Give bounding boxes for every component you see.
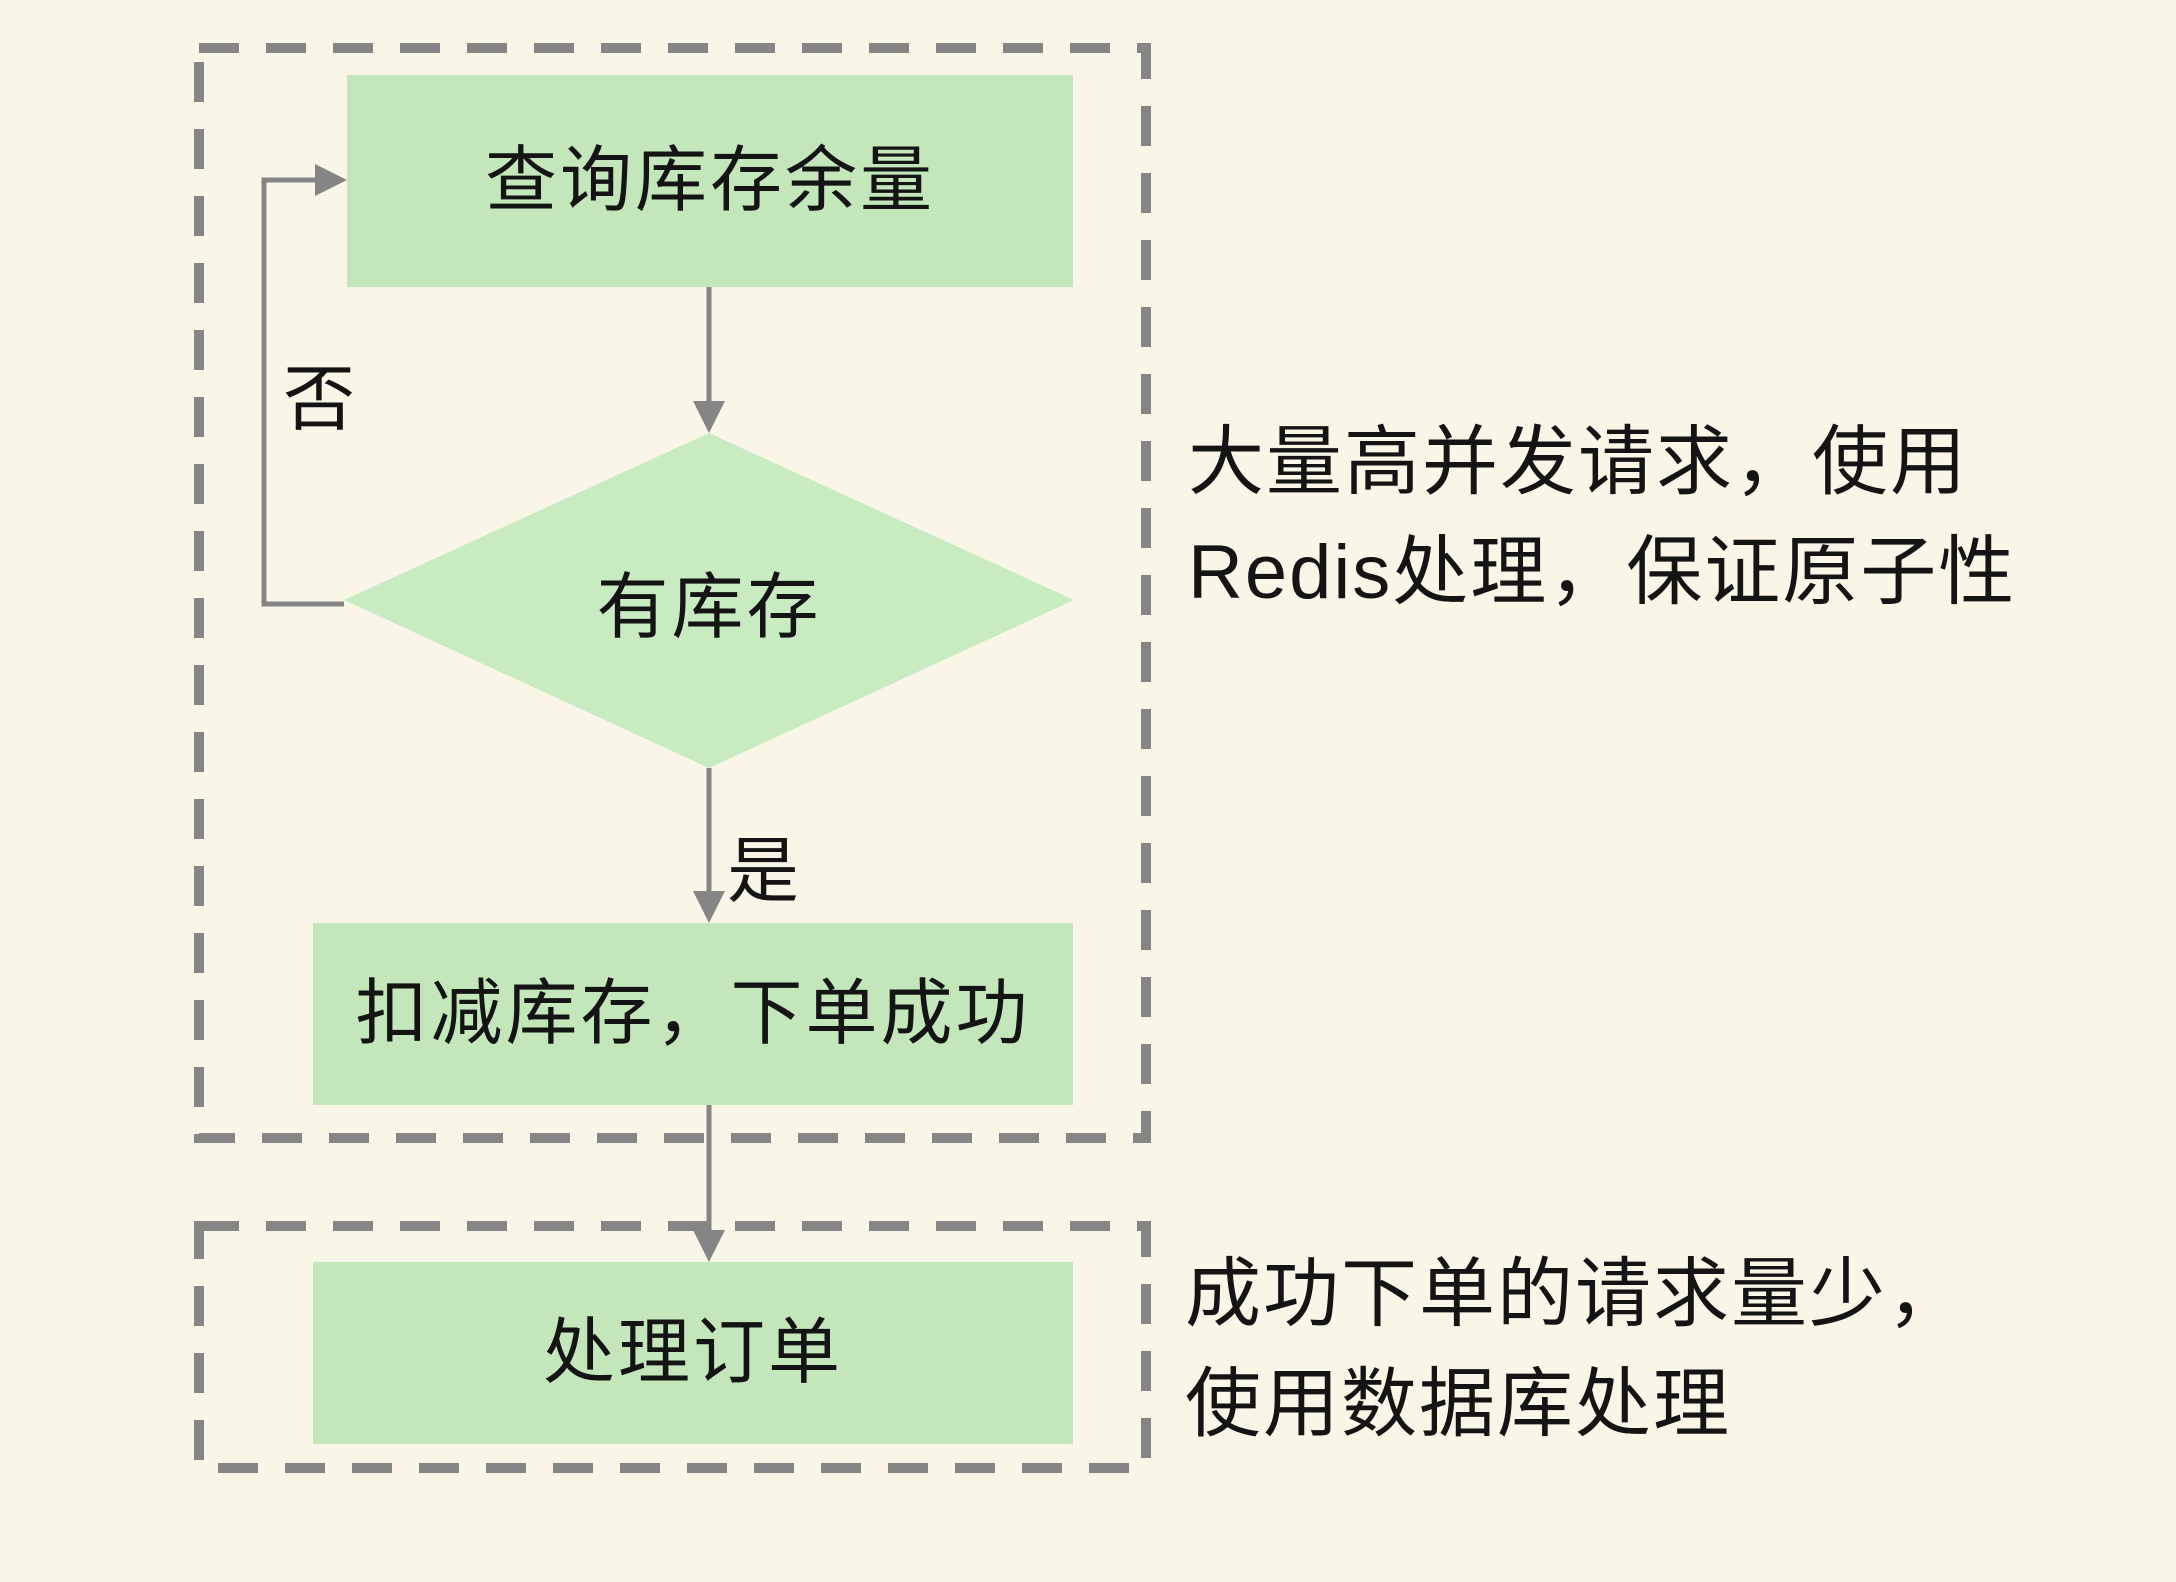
annotation-database-line2: 使用数据库处理 xyxy=(1185,1362,1731,1447)
edge-decision-to-query-loop xyxy=(261,164,347,607)
edge-query-to-decision xyxy=(693,287,725,433)
arrow-down-icon xyxy=(693,1230,725,1262)
edge-label-no: 否 xyxy=(283,360,356,440)
arrow-down-icon xyxy=(693,891,725,923)
annotation-redis-line2: Redis处理，保证原子性 xyxy=(1188,530,2017,615)
database-phase-boundary xyxy=(194,1221,1151,1473)
node-query-stock: 查询库存余量 xyxy=(347,75,1073,287)
annotation-redis: 大量高并发请求，使用 Redis处理，保证原子性 xyxy=(1188,408,2016,628)
annotation-redis-line1: 大量高并发请求，使用 xyxy=(1188,420,1968,505)
arrow-down-icon xyxy=(693,401,725,433)
edge-deduct-to-process xyxy=(693,1105,725,1262)
edge-label-yes: 是 xyxy=(727,832,800,912)
redis-phase-boundary xyxy=(194,43,1151,1143)
annotation-database-line1: 成功下单的请求量少， xyxy=(1185,1252,1965,1337)
node-deduct-stock: 扣减库存，下单成功 xyxy=(313,923,1073,1105)
node-decision-label: 有库存 xyxy=(596,568,822,648)
arrow-right-icon xyxy=(315,164,347,196)
annotation-database: 成功下单的请求量少， 使用数据库处理 xyxy=(1185,1240,1965,1460)
edge-decision-to-deduct xyxy=(693,768,725,923)
decision-diamond xyxy=(344,433,1074,768)
edge-decision-to-query-line xyxy=(261,177,344,607)
node-process-order: 处理订单 xyxy=(313,1262,1073,1444)
